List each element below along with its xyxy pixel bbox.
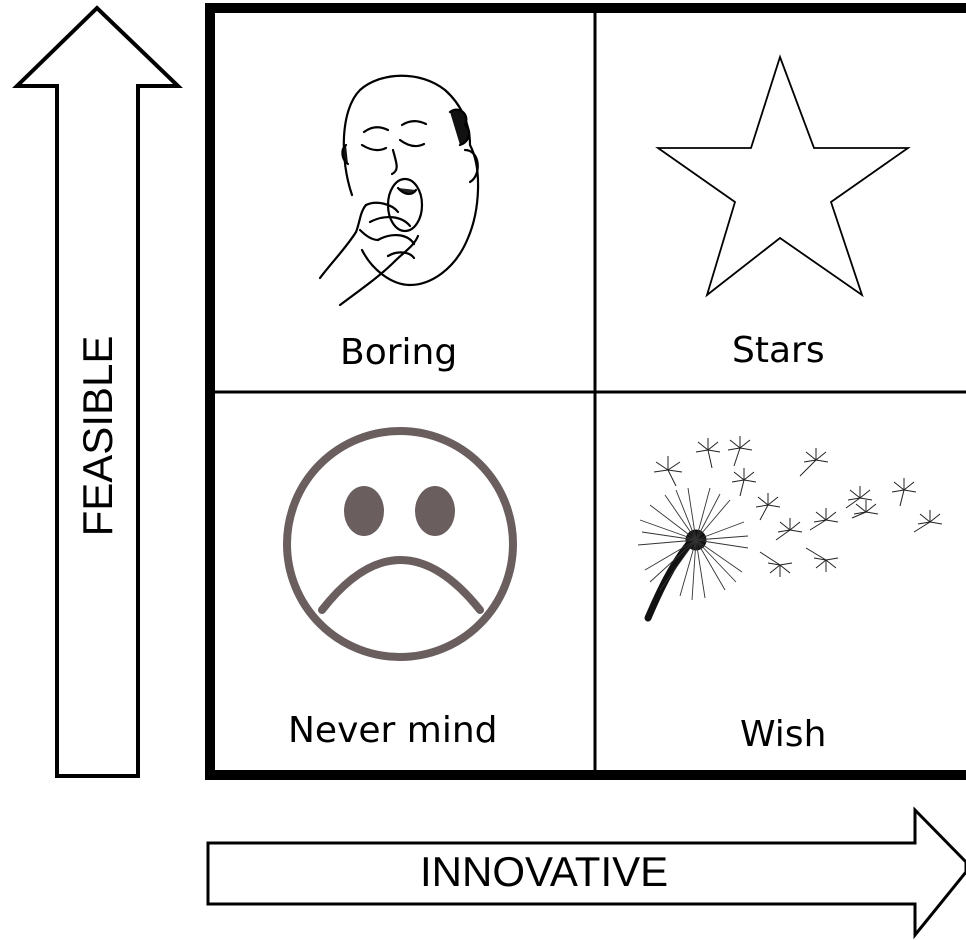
dandelion-icon — [637, 436, 943, 622]
y-axis-label: FEASIBLE — [74, 335, 121, 537]
quadrant-label-stars: Stars — [732, 330, 825, 371]
quadrant-label-boring: Boring — [340, 332, 458, 373]
quadrant-label-never-mind: Never mind — [288, 710, 498, 751]
quadrant-grid — [205, 3, 966, 780]
yawning-man-icon — [318, 74, 480, 307]
x-axis-label: INNOVATIVE — [420, 848, 669, 895]
innovative-arrow — [206, 806, 966, 940]
star-icon — [655, 54, 911, 298]
quadrant-label-wish: Wish — [740, 714, 827, 755]
feasible-arrow — [12, 5, 183, 778]
sad-face-icon — [283, 427, 517, 661]
